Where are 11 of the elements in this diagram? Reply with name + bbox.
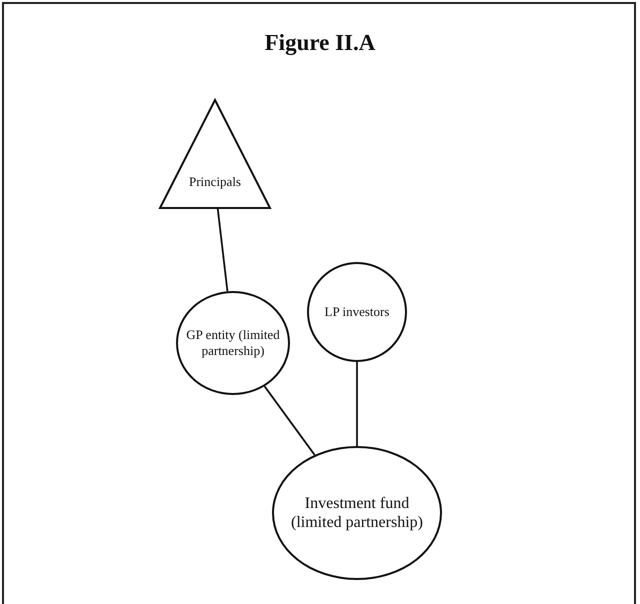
connector-line <box>264 386 316 456</box>
ellipse-node <box>272 446 442 580</box>
node-label: Principals <box>188 174 242 190</box>
ellipse-node <box>176 291 290 395</box>
node-label: LP investors <box>324 304 390 320</box>
node-label: Investment fund (limited partnership) <box>290 494 424 532</box>
node-label: GP entity (limited partnership) <box>185 327 281 359</box>
connector-line <box>356 362 358 446</box>
figure-title: Figure II.A <box>264 30 376 56</box>
connector-line <box>216 208 228 292</box>
ellipse-node <box>307 262 407 362</box>
